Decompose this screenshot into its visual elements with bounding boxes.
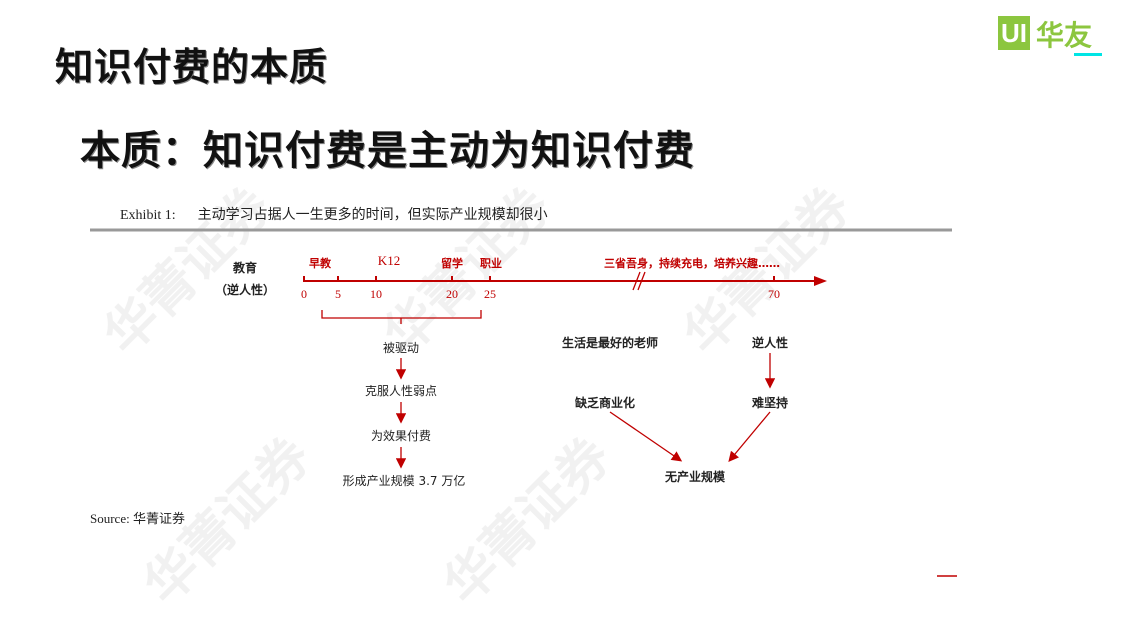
slide-subtitle: 本质：知识付费是主动为知识付费 bbox=[80, 128, 695, 174]
chain-step: 形成产业规模 3.7 万亿 bbox=[342, 474, 466, 488]
stage-label-later: 三省吾身，持续充电，培养兴趣…… bbox=[604, 257, 780, 270]
source-note: Source: 华菁证券 bbox=[90, 511, 185, 526]
tick-label: 25 bbox=[484, 287, 496, 301]
axis-break bbox=[632, 271, 646, 291]
chain-arrows bbox=[395, 353, 776, 469]
timeline-ticks bbox=[303, 276, 775, 281]
axis-label-anti-human: （逆人性） bbox=[214, 283, 276, 297]
tree-node: 逆人性 bbox=[751, 336, 789, 350]
stage-label: K12 bbox=[377, 253, 401, 268]
tick-label: 20 bbox=[446, 287, 458, 301]
tick-label: 0 bbox=[301, 287, 307, 301]
tick-label: 5 bbox=[335, 287, 341, 301]
tick-label: 10 bbox=[370, 287, 382, 301]
chain-step: 被驱动 bbox=[382, 341, 420, 355]
chain-step: 克服人性弱点 bbox=[364, 384, 438, 398]
exhibit-text: 主动学习占据人一生更多的时间，但实际产业规模却很小 bbox=[197, 207, 548, 223]
tree-node: 难坚持 bbox=[751, 396, 789, 410]
axis-label-education: 教育 bbox=[232, 261, 258, 275]
tree-node: 无产业规模 bbox=[664, 470, 726, 484]
tick-label: 70 bbox=[768, 287, 780, 301]
stage-label: 留学 bbox=[441, 257, 463, 270]
slide-title: 知识付费的本质 bbox=[55, 45, 329, 89]
tree-node: 生活是最好的老师 bbox=[561, 336, 659, 350]
exhibit-label: Exhibit 1: bbox=[120, 208, 176, 223]
timeline-arrowhead bbox=[814, 276, 827, 286]
stage-label: 早教 bbox=[309, 257, 331, 270]
tree-node: 缺乏商业化 bbox=[574, 396, 636, 410]
chain-step: 为效果付费 bbox=[370, 429, 432, 443]
exhibit-caption: Exhibit 1: 主动学习占据人一生更多的时间，但实际产业规模却很小 bbox=[120, 204, 548, 224]
age-bracket bbox=[321, 310, 482, 324]
stage-label: 职业 bbox=[480, 257, 502, 270]
